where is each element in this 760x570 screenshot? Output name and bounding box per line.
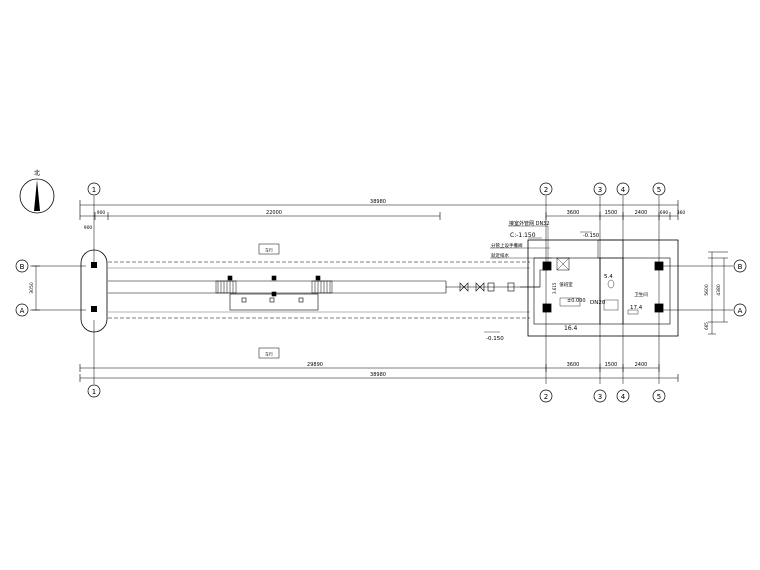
dim-top-2400: 2400 [635, 210, 648, 216]
left-dimension [32, 265, 40, 311]
annotation-pipe-outdoor: 接室外管网 DN32 [509, 220, 550, 227]
right-dimension [708, 251, 728, 335]
annotation-valve: 分管上设手撒阀 [491, 242, 523, 249]
axis-bubble-a-left: A [15, 303, 29, 317]
dim-right-5600: 5600 [704, 284, 710, 296]
axis-bubble-5-bottom: 5 [652, 389, 666, 403]
dim-bottom-29890: 29890 [307, 362, 323, 368]
annotation-dim-174: 17.4 [630, 305, 643, 311]
dim-top-3600: 3600 [567, 210, 580, 216]
dim-top-900-b: 900 [84, 225, 93, 231]
north-arrow: 北 [19, 169, 55, 214]
dim-top-360: 360 [677, 210, 686, 216]
dim-bottom-1500: 1500 [605, 362, 618, 368]
svg-text:3: 3 [598, 186, 602, 194]
svg-text:A: A [738, 307, 743, 315]
dim-right-665: 665 [704, 322, 709, 330]
axis-bubble-4-top: 4 [616, 182, 630, 196]
axis-bubble-5-top: 5 [652, 182, 666, 196]
annotation-pipe-dn20: DN20 [590, 300, 606, 306]
svg-text:A: A [20, 307, 25, 315]
dim-top-total: 38980 [370, 199, 386, 205]
svg-text:2: 2 [544, 393, 548, 401]
annotation-dim-16: 16.4 [564, 325, 578, 332]
axis-bubble-3-top: 3 [593, 182, 607, 196]
svg-text:4: 4 [621, 393, 626, 401]
svg-text:2: 2 [544, 186, 548, 194]
dim-right-4380: 4380 [716, 284, 722, 296]
axis-bubble-2-top: 2 [539, 182, 553, 196]
bottom-dimension-chain [79, 364, 679, 382]
svg-text:5: 5 [657, 393, 661, 401]
room-label-toilet: 卫生间 [634, 291, 648, 298]
grid-lines [30, 196, 733, 384]
svg-text:5: 5 [657, 186, 661, 194]
annotation-elevation-c: C:-1.150 [510, 232, 536, 239]
svg-text:1: 1 [92, 186, 96, 194]
barrier-gate-right [311, 280, 333, 294]
dim-top-690: 690 [660, 210, 669, 216]
annotation-elev-small: 3.615 [552, 282, 557, 294]
axis-bubble-4-bottom: 4 [616, 389, 630, 403]
entry-island [80, 249, 108, 333]
svg-text:1: 1 [92, 388, 96, 396]
svg-text:4: 4 [621, 186, 626, 194]
north-label: 北 [34, 169, 40, 177]
dim-top-22000: 22000 [266, 210, 282, 216]
lane-label-lower: 车行 [258, 347, 280, 359]
dim-bottom-3600: 3600 [567, 362, 580, 368]
water-pipe-run [446, 269, 548, 292]
axis-bubble-b-right: B [733, 259, 747, 273]
canopy-outline [108, 261, 530, 319]
svg-text:车行: 车行 [265, 247, 273, 253]
annotation-elevation-bottom: -0.150 [486, 336, 504, 342]
axis-bubble-a-right: A [733, 303, 747, 317]
annotation-elevation-top: -0.150 [583, 233, 599, 239]
svg-text:B: B [20, 263, 25, 271]
axis-bubble-3-bottom: 3 [593, 389, 607, 403]
annotation-leaders [484, 225, 592, 333]
lane-label-upper: 车行 [258, 243, 280, 255]
barrier-gate-left [215, 280, 237, 294]
dim-left-3050: 3050 [29, 282, 35, 294]
toll-island [227, 275, 321, 311]
annotation-dim-54: 5.4 [604, 274, 613, 280]
dim-top-900-a: 900 [97, 210, 106, 216]
guard-house [527, 239, 679, 337]
room-label-duty: 值班室 [559, 281, 573, 288]
svg-text:B: B [738, 263, 743, 271]
annotation-drain: 就近排水 [491, 252, 509, 259]
dim-bottom-2400: 2400 [635, 362, 648, 368]
axis-bubble-1-bottom: 1 [87, 384, 101, 398]
dim-bottom-total: 38980 [370, 372, 386, 378]
svg-text:车行: 车行 [265, 351, 273, 357]
annotation-elev-room: ±0.000 [567, 298, 586, 304]
axis-bubble-b-left: B [15, 259, 29, 273]
dim-top-1500: 1500 [605, 210, 618, 216]
axis-bubble-2-bottom: 2 [539, 389, 553, 403]
axis-bubble-1-top: 1 [87, 182, 101, 196]
svg-text:3: 3 [598, 393, 602, 401]
